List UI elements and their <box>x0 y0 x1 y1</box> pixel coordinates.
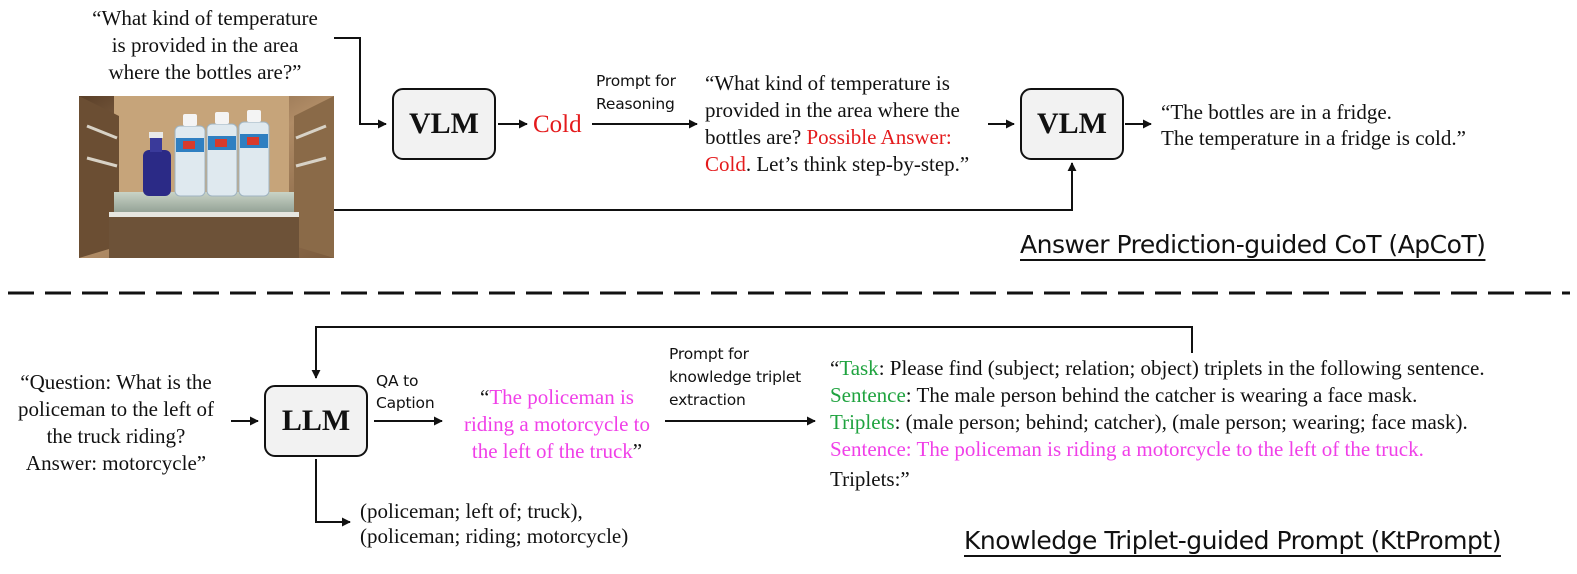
llm-box: LLM <box>264 385 368 457</box>
ktprompt-title: Knowledge Triplet-guided Prompt (KtPromp… <box>964 526 1501 555</box>
vlm-box: VLM <box>392 88 496 160</box>
ktprompt-line: “Task: Please find (subject; relation; o… <box>830 355 1485 381</box>
qa-line: policeman to the left of <box>18 397 214 421</box>
vlm-output-line: “The bottles are in a fridge. <box>1161 100 1392 124</box>
question-line: where the bottles are?” <box>108 60 302 84</box>
text-span: “ <box>830 356 840 380</box>
caption-line: the left of the truck” <box>447 438 667 464</box>
ktprompt-line: Triplets:” <box>830 467 910 491</box>
caption-line: riding a motorcycle to <box>463 412 651 436</box>
caption-span: the left of the truck <box>471 439 633 463</box>
reasoning-prompt-line: “What kind of temperature is <box>705 71 950 95</box>
prompt-label-line: extraction <box>669 391 746 409</box>
qa-line: “Question: What is the <box>20 370 212 394</box>
text-span: . Let’s think step-by-step.” <box>745 152 970 176</box>
caption-span: The policeman is <box>489 385 634 409</box>
qa-label-line: Caption <box>376 394 435 412</box>
possible-answer-value: Cold <box>705 152 746 176</box>
image-to-vlm2-connector <box>334 162 1077 211</box>
predicted-answer: Cold <box>533 111 582 138</box>
triplet-output-line: (policeman; riding; motorcycle) <box>360 524 629 548</box>
ktprompt-line: Sentence: The male person behind the cat… <box>830 382 1417 408</box>
ktprompt-line: Triplets: (male person; behind; catcher)… <box>830 409 1468 435</box>
reasoning-prompt-line: Cold. Let’s think step-by-step.” <box>705 151 969 177</box>
prompt-label-line: Prompt for <box>669 345 749 363</box>
qa-line: the truck riding? <box>46 424 186 448</box>
feedback-loop-connector <box>311 326 1193 379</box>
fridge-photo <box>79 96 334 258</box>
prompt-label-line: knowledge triplet <box>669 368 802 386</box>
vlm-output-line: The temperature in a fridge is cold.” <box>1161 126 1466 150</box>
text-span: : Please find (subject; relation; object… <box>878 356 1485 380</box>
reasoning-prompt-line: provided in the area where the <box>705 98 960 122</box>
apcot-title: Answer Prediction-guided CoT (ApCoT) <box>1020 230 1486 259</box>
question-line: is provided in the area <box>111 33 299 57</box>
keyword-sentence: Sentence <box>830 383 906 407</box>
qa-line: Answer: motorcycle” <box>25 451 207 475</box>
text-span: bottles are? <box>705 125 807 149</box>
keyword-triplets: Triplets <box>830 410 895 434</box>
keyword-task: Task <box>839 356 879 380</box>
text-span: ” <box>632 439 643 463</box>
qa-label-line: QA to <box>376 372 419 390</box>
reasoning-prompt-line: bottles are? Possible Answer: <box>705 124 952 150</box>
vlm-box-2: VLM <box>1020 88 1124 160</box>
possible-answer-label: Possible Answer: <box>806 125 952 149</box>
prompt-label-line: Prompt for <box>596 72 676 90</box>
question-line: “What kind of temperature <box>92 6 318 30</box>
text-span: : (male person; behind; catcher), (male … <box>894 410 1468 434</box>
caption-line: “The policeman is <box>447 384 667 410</box>
ktprompt-line: Sentence: The policeman is riding a moto… <box>830 437 1424 461</box>
text-span: “ <box>480 385 490 409</box>
llm-to-triplets-connector <box>315 459 351 527</box>
text-span: : The male person behind the catcher is … <box>905 383 1418 407</box>
prompt-label-line: Reasoning <box>596 95 675 113</box>
question-to-vlm-connector <box>334 37 387 129</box>
triplet-output-line: (policeman; left of; truck), <box>360 499 583 523</box>
